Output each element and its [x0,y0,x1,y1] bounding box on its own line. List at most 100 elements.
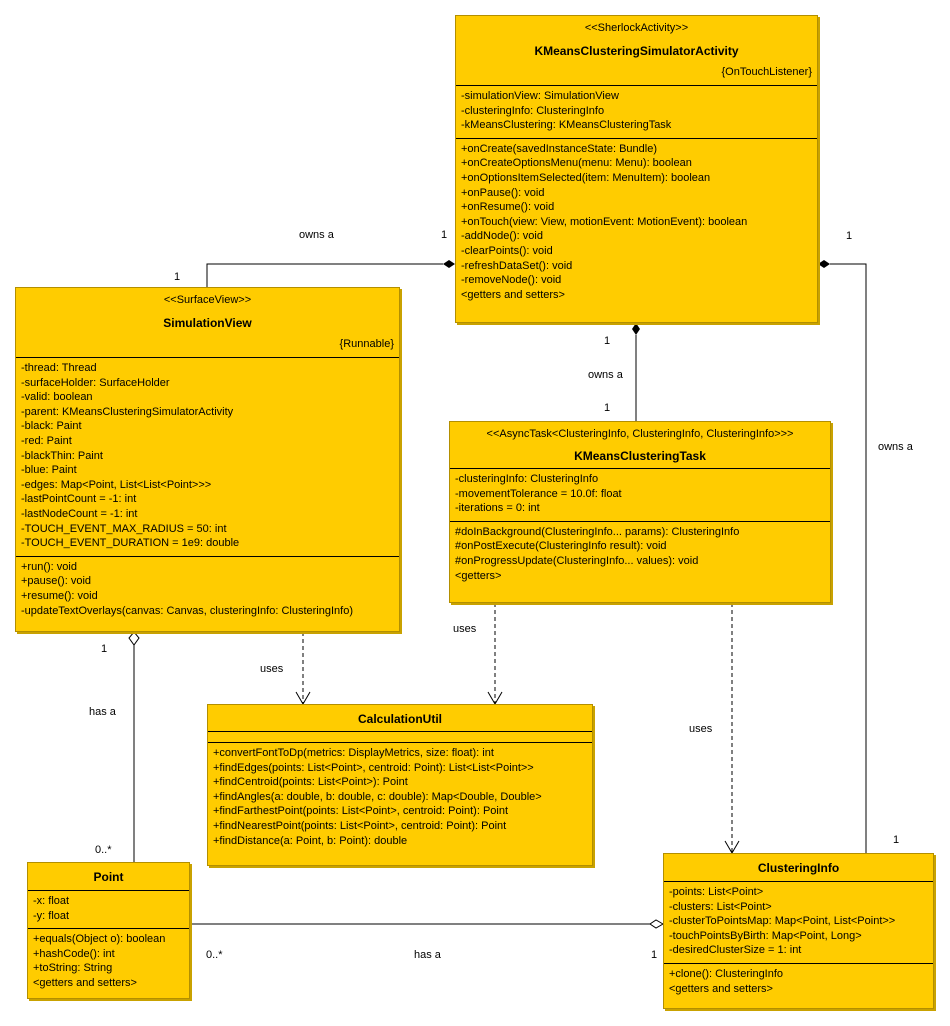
method: #onPostExecute(ClusteringInfo result): v… [455,540,667,553]
method: +findNearestPoint(points: List<Point>, c… [213,819,507,832]
method: <getters and setters> [33,976,137,989]
attribute: -TOUCH_EVENT_MAX_RADIUS = 50: int [21,522,227,535]
class-name: KMeansClusteringTask [574,449,706,463]
class-name: ClusteringInfo [757,861,840,875]
method: +onPause(): void [461,186,545,199]
attribute: -kMeansClustering: KMeansClusteringTask [461,119,672,132]
method: +run(): void [21,560,77,573]
method: +findCentroid(points: List<Point>): Poin… [213,776,408,789]
aggregation-diamond-icon [649,919,665,929]
composition-line-activity-simview [206,263,443,287]
class-header: Point [28,863,189,885]
method: -clearPoints(): void [461,244,553,257]
attribute: -TOUCH_EVENT_DURATION = 1e9: double [21,537,240,550]
class-point[interactable]: Point -x: float -y: float +equals(Object… [27,862,190,999]
relationship-label: owns a [588,369,623,381]
attributes-section: -x: float -y: float [28,890,189,928]
attribute: -clusterToPointsMap: Map<Point, List<Poi… [669,915,896,928]
attribute: -thread: Thread [21,362,97,374]
multiplicity-label: 1 [441,229,448,241]
attribute: -x: float [33,895,70,907]
method: +findAngles(a: double, b: double, c: dou… [213,790,542,803]
method: <getters> [455,569,502,582]
relationship-label: has a [89,706,116,718]
methods-section: +convertFontToDp(metrics: DisplayMetrics… [208,742,592,853]
method: -updateTextOverlays(canvas: Canvas, clus… [21,604,353,617]
class-name: Point [93,870,124,884]
attribute: -touchPointsByBirth: Map<Point, Long> [669,929,862,942]
class-simulation-view[interactable]: <<SurfaceView>> SimulationView {Runnable… [15,287,400,632]
methods-section: +equals(Object o): boolean +hashCode(): … [28,928,189,995]
class-kmeans-clustering-task[interactable]: <<AsyncTask<ClusteringInfo, ClusteringIn… [449,421,831,603]
attribute: -parent: KMeansClusteringSimulatorActivi… [21,405,234,418]
class-name: KMeansClusteringSimulatorActivity [534,44,739,58]
attributes-section: -points: List<Point> -clusters: List<Poi… [664,881,933,963]
method: +onOptionsItemSelected(item: MenuItem): … [461,171,711,184]
attribute: -simulationView: SimulationView [461,90,619,102]
class-calculation-util[interactable]: CalculationUtil +convertFontToDp(metrics… [207,704,593,866]
stereotype: <<SurfaceView>> [163,294,252,306]
attribute: -points: List<Point> [669,886,764,898]
method: #onProgressUpdate(ClusteringInfo... valu… [455,554,699,567]
attribute: -blackThin: Paint [21,449,103,462]
method: +onCreate(savedInstanceState: Bundle) [461,142,657,155]
composition-diamond-icon [632,323,640,335]
attribute: -movementTolerance = 10.0f: float [455,487,622,500]
method: +toString: String [33,962,113,975]
attribute: -clusteringInfo: ClusteringInfo [455,473,599,485]
method: +findEdges(points: List<Point>, centroid… [213,761,534,774]
attribute: -clusters: List<Point> [669,900,772,913]
attributes-section [208,731,592,742]
method: +onTouch(view: View, motionEvent: Motion… [461,215,748,228]
composition-diamond-icon [818,260,830,268]
method: <getters and setters> [669,982,773,995]
composition-diamond-icon [443,260,455,268]
multiplicity-label: 1 [893,834,900,846]
class-header: ClusteringInfo [664,854,933,876]
attribute: -lastNodeCount = -1: int [21,507,138,520]
methods-section: +run(): void +pause(): void +resume(): v… [16,555,399,623]
class-header: CalculationUtil [208,705,592,727]
method: +clone(): ClusteringInfo [669,967,784,980]
methods-section: #doInBackground(ClusteringInfo... params… [450,520,830,588]
method: +pause(): void [21,575,92,588]
multiplicity-label: 0..* [95,844,112,856]
attribute: -lastPointCount = -1: int [21,493,137,506]
class-kmeans-clustering-simulator-activity[interactable]: <<SherlockActivity>> KMeansClusteringSim… [455,15,818,323]
interface-label: {Runnable} [339,338,394,350]
attributes-section: -simulationView: SimulationView -cluster… [456,85,817,138]
stereotype: <<SherlockActivity>> [584,22,689,34]
class-name: CalculationUtil [357,712,442,726]
class-clustering-info[interactable]: ClusteringInfo -points: List<Point> -clu… [663,853,934,1009]
attributes-section: -thread: Thread -surfaceHolder: SurfaceH… [16,357,399,556]
composition-line-activity-clusteringinfo [830,263,867,853]
method: +findFarthestPoint(points: List<Point>, … [213,805,509,818]
multiplicity-label: 1 [101,643,108,655]
methods-section: +onCreate(savedInstanceState: Bundle) +o… [456,137,817,308]
stereotype: <<AsyncTask<ClusteringInfo, ClusteringIn… [486,428,794,440]
method: +onCreateOptionsMenu(menu: Menu): boolea… [461,157,692,170]
multiplicity-label: 1 [604,335,611,347]
attribute: -black: Paint [21,420,82,433]
attribute: -red: Paint [21,434,72,447]
multiplicity-label: 1 [846,230,853,242]
multiplicity-label: 1 [174,271,181,283]
relationship-label: owns a [878,441,913,453]
attribute: -desiredClusterSize = 1: int [669,944,802,957]
method: +resume(): void [21,589,98,602]
method: +onResume(): void [461,201,555,214]
relationship-label: uses [689,723,713,735]
method: #doInBackground(ClusteringInfo... params… [455,525,740,538]
class-header: <<AsyncTask<ClusteringInfo, ClusteringIn… [450,422,830,464]
attribute: -blue: Paint [21,464,77,477]
method: +equals(Object o): boolean [33,933,166,946]
class-name: SimulationView [163,316,252,330]
aggregation-diamond-icon [128,631,140,646]
attribute: -valid: boolean [21,391,93,404]
relationship-label: has a [414,949,441,961]
attribute: -surfaceHolder: SurfaceHolder [21,376,170,389]
class-header: <<SurfaceView>> SimulationView [16,288,399,331]
methods-section: +clone(): ClusteringInfo <getters and se… [664,962,933,1001]
